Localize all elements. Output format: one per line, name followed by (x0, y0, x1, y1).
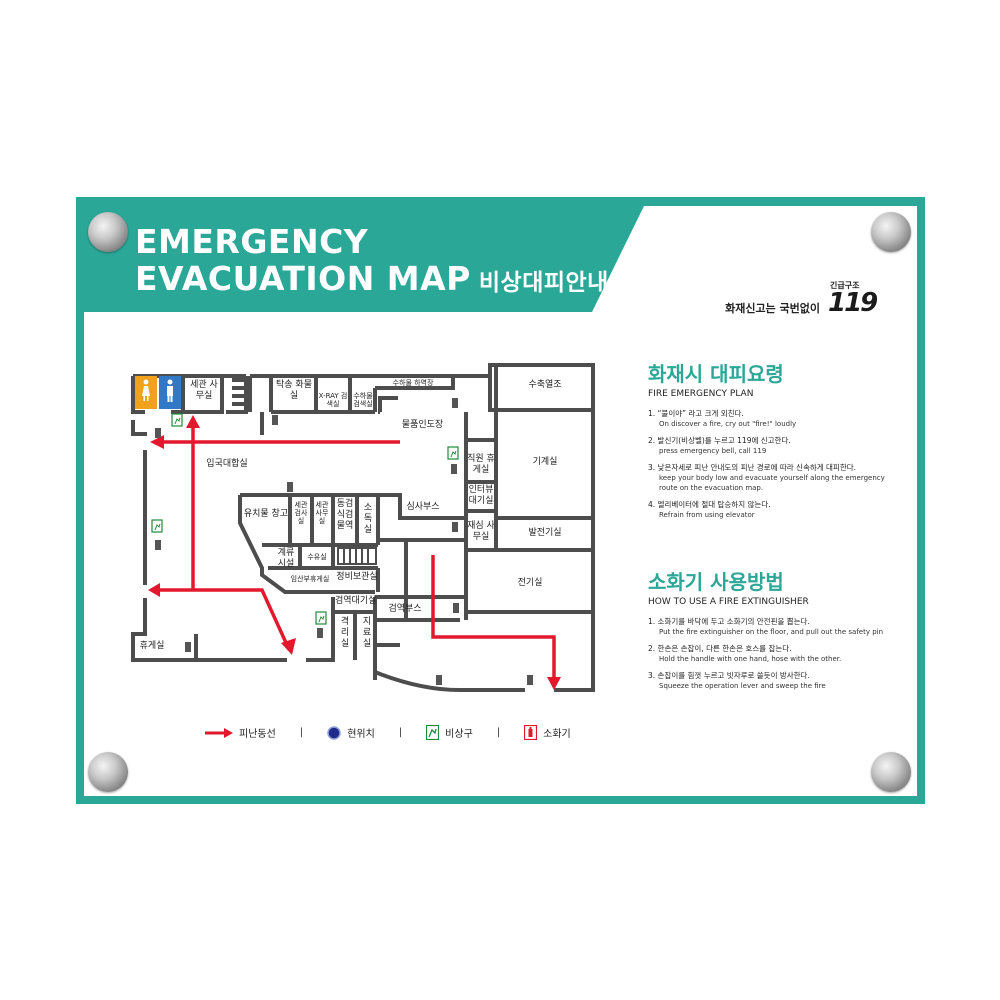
fire-step-ko: 2. 발신기(비상벨)를 누르고 119에 신고한다. (648, 436, 791, 445)
title-ko: 비상대피안내도 (478, 270, 631, 296)
room-staff-lounge: 직원 휴게실 (467, 454, 495, 475)
current-location-icon (327, 725, 341, 740)
extinguisher-step-en: Hold the handle with one hand, hose with… (659, 655, 842, 663)
extinguisher-step: 2. 한손은 손잡이, 다른 한손은 호스를 잡는다. Hold the han… (648, 643, 898, 664)
room-treatment: 지료실 (362, 617, 372, 649)
screw-top-left-icon (88, 212, 128, 252)
walls (131, 363, 595, 692)
legend-exit: 비상구 (426, 725, 473, 740)
room-interview-waiting: 인터뷰 대기실 (468, 485, 494, 506)
room-customs-office: 세관 사무실 (190, 380, 218, 401)
logo-119: 긴급구조 119 (828, 281, 880, 318)
legend-current-label: 현위치 (347, 729, 375, 740)
extinguisher-plan-title: 소화기 사용방법 (648, 570, 784, 594)
legend-exit-label: 비상구 (445, 729, 473, 740)
screw-bottom-right-icon (871, 752, 911, 792)
extinguisher-step: 3. 손잡이를 힘껏 누르고 빗자루로 쓸듯이 방사한다. Squeeze th… (648, 670, 898, 691)
title-en: EVACUATION MAP (135, 259, 471, 298)
report-sub: 긴급구조 (830, 281, 860, 290)
evacuation-routes (156, 425, 556, 678)
fire-plan-subtitle: FIRE EMERGENCY PLAN (648, 389, 754, 399)
legend-route: 피난동선 (205, 725, 276, 740)
fire-plan-title: 화재시 대피요령 (648, 362, 784, 386)
room-machine: 기계실 (532, 457, 558, 467)
exit-icon (426, 725, 440, 740)
room-weigh: 계류 시설 (277, 548, 295, 569)
legend-separator: | (299, 727, 304, 738)
extinguisher-step-ko: 2. 한손은 손잡이, 다른 한손은 호스를 잡는다. (648, 644, 792, 653)
report-text: 화재신고는 국번없이 (725, 302, 820, 315)
room-hand-baggage: 수하물 검색실 (353, 392, 373, 408)
room-customs-office-2: 세관 사무실 (315, 501, 329, 525)
extinguisher-plan-steps: 1. 소화기를 바닥에 두고 소화기의 안전핀을 뽑는다. Put the fi… (648, 616, 898, 697)
fire-step-en: Refrain from using elevator (659, 511, 755, 519)
extinguisher-step-en: Squeeze the operation lever and sweep th… (659, 682, 826, 690)
screw-top-right-icon (871, 212, 911, 252)
room-rest: 휴게실 (139, 641, 165, 651)
extinguisher-step-ko: 1. 소화기를 바닥에 두고 소화기의 안전핀을 뽑는다. (648, 617, 810, 626)
route-arrow-icon (205, 727, 233, 738)
fire-step: 1. “불이야” 라고 크게 외친다. On discover a fire, … (648, 408, 898, 429)
legend-current: 현위치 (327, 725, 375, 740)
extinguisher-step-ko: 3. 손잡이를 힘껏 누르고 빗자루로 쓸듯이 방사한다. (648, 671, 810, 680)
map-legend: 피난동선 | 현위치 | 비상구 | 소화기 (205, 725, 571, 740)
fire-plan-steps: 1. “불이야” 라고 크게 외친다. On discover a fire, … (648, 408, 898, 526)
legend-extinguisher: 소화기 (524, 725, 571, 740)
fire-step: 3. 낮은자세로 피난 안내도의 피난 경로에 따라 신속하게 대피한다. ke… (648, 462, 898, 493)
room-animal-plant: 동검 식검 물역 (336, 499, 354, 531)
fire-step: 4. 엘리베이터에 절대 탑승하지 않는다. Refrain from usin… (648, 499, 898, 520)
room-xray: X-RAY 검색실 (318, 392, 348, 408)
fire-step-en: keep your body low and evacuate yourself… (659, 474, 885, 492)
room-customs-inspect: 세관 검사실 (294, 501, 308, 525)
fire-step-ko: 1. “불이야” 라고 크게 외친다. (648, 409, 744, 418)
extinguisher-plan-subtitle: HOW TO USE A FIRE EXTINGUISHER (648, 597, 809, 607)
fire-step-ko: 4. 엘리베이터에 절대 탑승하지 않는다. (648, 500, 771, 509)
room-baggage: 탁송 화물실 (276, 380, 312, 401)
room-entry-hall: 입국대합실 (206, 459, 248, 469)
route-arrowheads (148, 415, 561, 690)
fire-step: 2. 발신기(비상벨)를 누르고 119에 신고한다. press emerge… (648, 435, 898, 456)
room-disinfect: 소독실 (363, 503, 373, 535)
room-lost-storage: 유치물 창고 (243, 509, 289, 519)
room-maternity: 임산부휴게실 (290, 575, 330, 583)
exit-signs (151, 413, 459, 625)
legend-route-label: 피난동선 (239, 729, 276, 740)
report-number: 119 (828, 288, 878, 318)
room-nursing: 수유실 (307, 553, 327, 561)
legend-separator: | (496, 727, 501, 738)
room-baggage-unload: 수하물 하역장 (392, 379, 434, 387)
extinguisher-icon (524, 725, 538, 740)
room-reexam-office: 재심 사무실 (467, 521, 495, 542)
header-band (84, 206, 644, 312)
room-isolation: 격리실 (340, 617, 350, 649)
legend-extinguisher-label: 소화기 (543, 729, 571, 740)
extinguisher-marks (155, 398, 533, 685)
extinguisher-step: 1. 소화기를 바닥에 두고 소화기의 안전핀을 뽑는다. Put the fi… (648, 616, 898, 637)
room-security: 정비보관실 (336, 572, 378, 582)
extinguisher-step-en: Put the fire extinguisher on the floor, … (659, 628, 884, 636)
room-quarantine-booth: 검역부스 (388, 604, 422, 614)
fire-step-en: On discover a fire, cry out "fire!" loud… (659, 420, 797, 428)
room-review-booth: 심사부스 (406, 502, 440, 512)
room-generator: 발전기실 (528, 528, 562, 538)
room-goods-handover: 물품인도장 (401, 420, 444, 430)
report-119: 화재신고는 국번없이 긴급구조 119 (725, 281, 880, 318)
legend-separator: | (398, 727, 403, 738)
toilet-figures (142, 379, 173, 402)
screw-bottom-left-icon (88, 752, 128, 792)
fire-step-ko: 3. 낮은자세로 피난 안내도의 피난 경로에 따라 신속하게 대피한다. (648, 463, 857, 472)
room-water-heat: 수축열조 (528, 380, 562, 390)
fire-step-en: press emergency bell, call 119 (659, 447, 767, 455)
room-electrical: 전기실 (517, 578, 543, 588)
title-line1: EMERGENCY (135, 222, 369, 261)
room-quarantine-waiting: 검역대기실 (335, 596, 377, 606)
title-line2: EVACUATION MAP 비상대피안내도 (135, 259, 631, 298)
